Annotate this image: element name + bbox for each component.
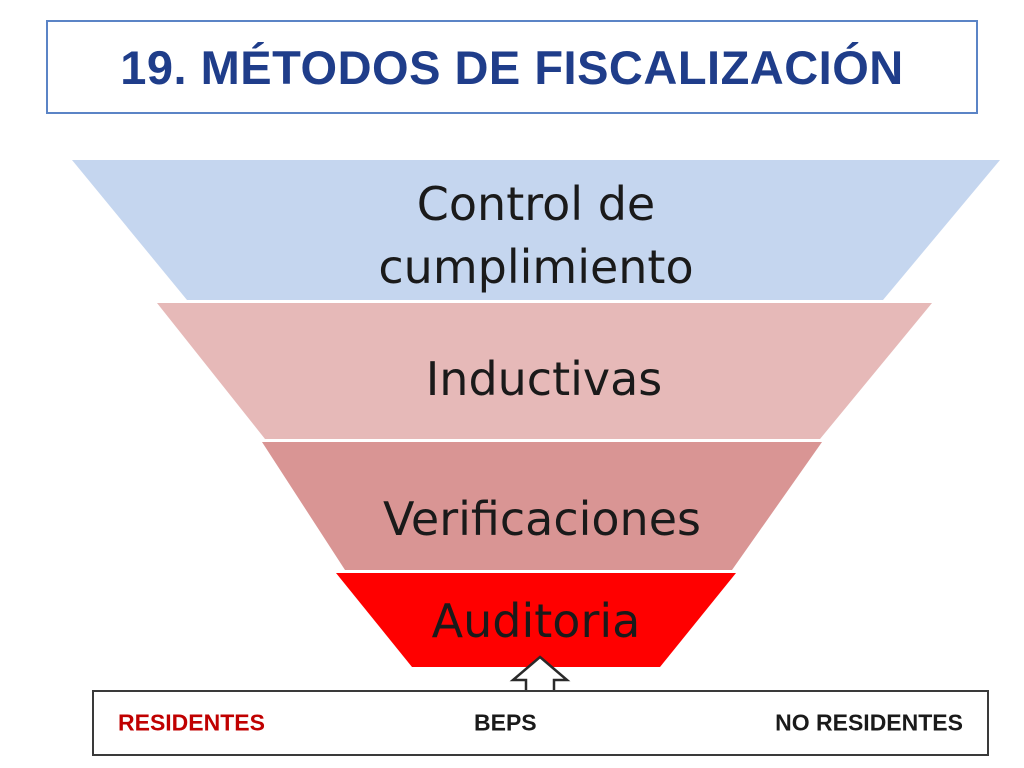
bottom-box: RESIDENTES BEPS NO RESIDENTES — [92, 690, 989, 756]
beps-label: BEPS — [474, 709, 537, 736]
funnel-level-inductivas — [157, 303, 932, 439]
funnel-label-inductivas: Inductivas — [426, 352, 663, 406]
funnel-label-auditoria: Auditoria — [432, 594, 641, 648]
page-title: 19. MÉTODOS DE FISCALIZACIÓN — [120, 40, 904, 94]
funnel-level-control-de-cumplimiento — [72, 160, 1000, 300]
funnel-level-auditoria — [336, 573, 736, 667]
funnel-label-control-line1: Control de — [417, 177, 655, 231]
funnel-label-verificaciones: Verificaciones — [383, 492, 701, 546]
no-residentes-label: NO RESIDENTES — [775, 709, 963, 736]
residentes-label: RESIDENTES — [118, 709, 265, 736]
title-box: 19. MÉTODOS DE FISCALIZACIÓN — [46, 20, 978, 114]
funnel-level-verificaciones — [262, 442, 822, 570]
funnel-label-control-line2: cumplimiento — [378, 240, 693, 294]
